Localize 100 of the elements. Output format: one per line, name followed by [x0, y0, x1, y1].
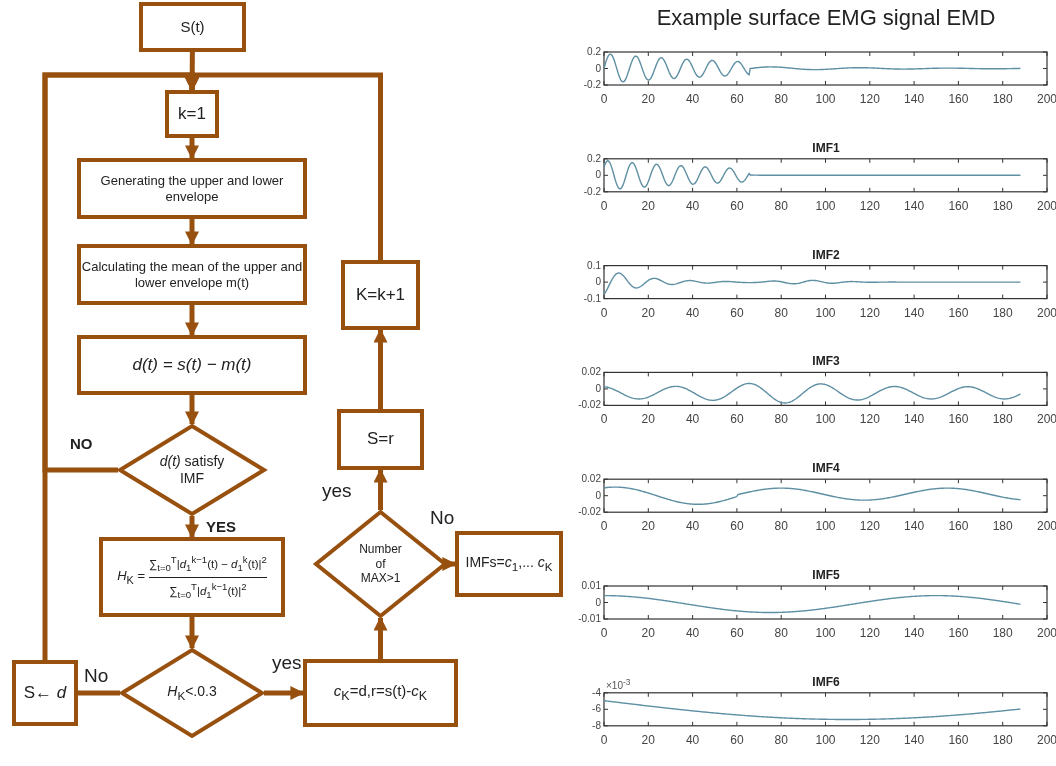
node-text: c$_{K}$=d,r=s(t)-c$_{K}$ [333, 682, 428, 704]
tick-label: 0 [595, 597, 601, 608]
tick-label: 0 [600, 733, 608, 746]
arrow [442, 557, 457, 571]
tick-label: -8 [592, 720, 601, 731]
tick-label: 160 [948, 306, 969, 319]
node-text: S(t) [180, 18, 205, 36]
tick-label: 60 [730, 733, 744, 746]
arrow [373, 328, 388, 409]
tick-label: 60 [730, 520, 744, 533]
tick-label: 100 [815, 306, 836, 319]
tick-label: 120 [859, 627, 880, 639]
process-box [77, 244, 307, 305]
tick-label: 200 [1037, 413, 1056, 426]
tick-label: 20 [641, 93, 655, 105]
arrow [373, 616, 388, 659]
plot-title: IMF6 [812, 675, 840, 688]
process-box [455, 531, 563, 597]
arrow [373, 468, 388, 510]
tick-label: 40 [685, 306, 700, 319]
plot-title: IMF4 [812, 462, 840, 475]
arrow [185, 516, 199, 539]
tick-label: 100 [815, 520, 836, 533]
formula-text: ∑$_{t=0}$$^{T}$|d$_{1}$$^{k−1}$(t) − d$_{1}$$^{k}$(t)|$^{2}$ [149, 553, 267, 578]
tick-label: 120 [859, 733, 880, 746]
process-box [303, 659, 458, 727]
tick-label: -0.2 [583, 186, 601, 197]
tick-label: 0 [600, 93, 608, 105]
tick-label: 0 [595, 277, 601, 288]
tick-label: 20 [641, 733, 655, 746]
tick-label: 120 [859, 520, 880, 533]
tick-label: 40 [685, 627, 700, 639]
process-box [12, 660, 78, 726]
tick-label: 160 [948, 199, 969, 212]
tick-label: 80 [774, 199, 788, 212]
process-box [139, 2, 246, 52]
plot-title: IMF3 [812, 355, 840, 368]
tick-label: 180 [992, 413, 1013, 426]
tick-label: 0 [600, 627, 608, 639]
tick-label: 180 [992, 627, 1013, 639]
node-text: S=r [367, 429, 394, 450]
tick-label: 100 [815, 93, 836, 105]
node-text: Generating the upper and lower envelope [99, 172, 285, 205]
edge-label: NO [70, 436, 93, 451]
axis-exponent: ×10$^{-3}$ [606, 677, 631, 692]
tick-label: 180 [992, 306, 1013, 319]
tick-label: 40 [685, 520, 700, 533]
process-box [77, 158, 307, 219]
tick-label: 160 [948, 733, 969, 746]
tick-label: 180 [992, 520, 1013, 533]
connector-line [78, 690, 120, 696]
tick-label: 60 [730, 306, 744, 319]
node-text: Number of MAX>1 [358, 542, 403, 586]
tick-label: 0 [600, 306, 608, 319]
formula-text: H$_{K}$ = [117, 567, 146, 587]
tick-label: 120 [859, 199, 880, 212]
decision-diamond [118, 424, 266, 516]
tick-label: 140 [904, 733, 925, 746]
tick-label: 200 [1037, 93, 1056, 105]
tick-label: 120 [859, 93, 880, 105]
tick-label: 20 [641, 627, 655, 639]
tick-label: 200 [1037, 733, 1056, 746]
tick-label: 60 [730, 93, 744, 105]
tick-label: 200 [1037, 306, 1056, 319]
tick-label: -0.1 [583, 293, 601, 304]
node-text: k=1 [178, 103, 206, 125]
tick-label: 100 [815, 199, 836, 212]
process-box [99, 537, 285, 617]
node-text: S← d [23, 682, 67, 704]
tick-label: 80 [774, 520, 788, 533]
tick-label: 140 [904, 306, 925, 319]
tick-label: 80 [774, 93, 788, 105]
tick-label: 200 [1037, 199, 1056, 212]
chart-title: Example surface EMG signal EMD [656, 7, 996, 29]
tick-label: 0 [600, 199, 608, 212]
tick-label: 100 [815, 627, 836, 639]
plot-title: IMF1 [812, 141, 840, 154]
tick-label: 100 [815, 733, 836, 746]
node-text: H$_{K}$<.0.3 [166, 683, 218, 703]
plot-title: IMF2 [812, 248, 840, 261]
tick-label: 100 [815, 413, 836, 426]
arrow [264, 686, 305, 700]
tick-label: -0.01 [578, 614, 601, 624]
tick-label: 160 [948, 413, 969, 426]
tick-label: -4 [592, 687, 601, 698]
tick-label: 140 [904, 520, 925, 533]
tick-label: 180 [992, 93, 1013, 105]
tick-label: 20 [641, 199, 655, 212]
tick-label: 40 [685, 733, 700, 746]
node-text: IMFs=c$_{1}$,... c$_{K}$ [465, 554, 553, 574]
tick-label: 40 [685, 93, 700, 105]
tick-label: 200 [1037, 520, 1056, 533]
tick-label: 0 [600, 413, 608, 426]
tick-label: -6 [592, 704, 601, 715]
tick-label: 0.02 [581, 474, 601, 485]
node-text: K=k+1 [355, 284, 406, 306]
tick-label: 80 [774, 733, 788, 746]
tick-label: 20 [641, 520, 655, 533]
tick-label: 20 [641, 413, 655, 426]
tick-label: 140 [904, 413, 925, 426]
